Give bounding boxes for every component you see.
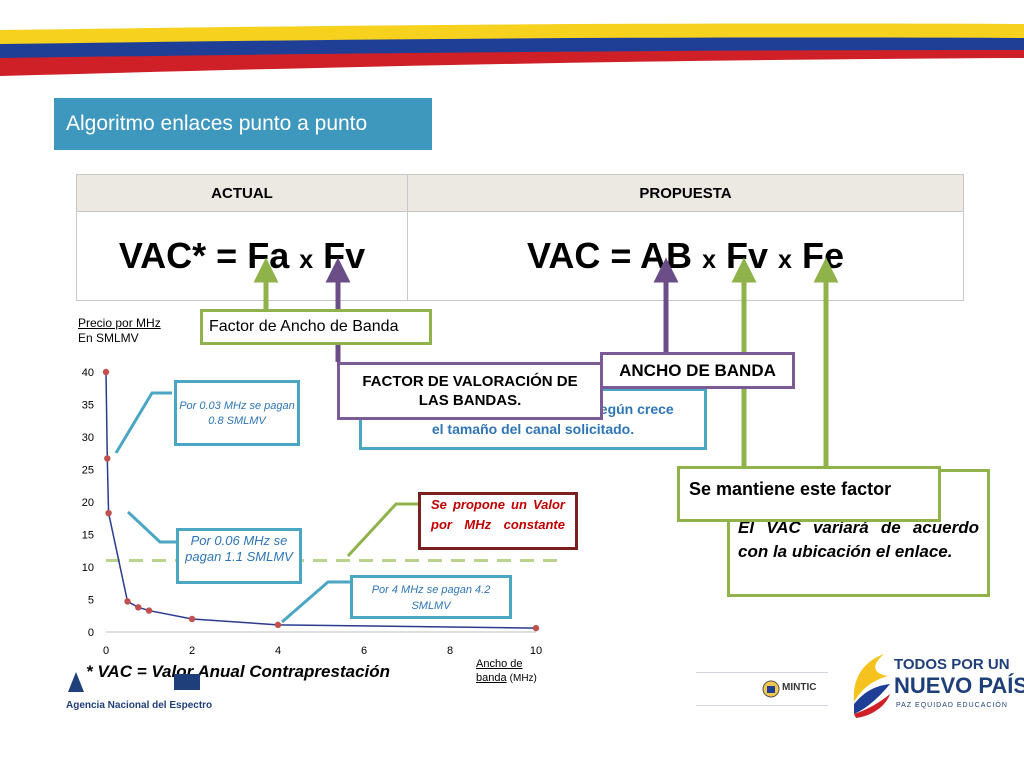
x-axis-title-line2: banda bbox=[476, 672, 507, 684]
data-point bbox=[102, 368, 110, 376]
x-axis-title-line1: Ancho de bbox=[476, 658, 523, 670]
comparison-table: ACTUAL PROPUESTA VAC* = Fa x Fv VAC = AB… bbox=[76, 174, 964, 301]
data-point bbox=[532, 624, 540, 632]
x-axis-unit: (MHz) bbox=[509, 673, 537, 684]
formula-actual-left: VAC* = Fa bbox=[118, 235, 290, 276]
country-logo-line1: TODOS POR UN bbox=[894, 656, 1010, 673]
formula-actual-times: x bbox=[299, 246, 314, 274]
ane-logo: Agencia Nacional del Espectro bbox=[64, 666, 212, 711]
callout-por-006: Por 0.06 MHz se pagan 1.1 SMLMV bbox=[176, 528, 302, 584]
data-point bbox=[124, 598, 131, 605]
header-flag-stripe bbox=[0, 23, 1024, 76]
x-tick-label: 4 bbox=[275, 645, 281, 657]
x-tick-label: 0 bbox=[103, 645, 109, 657]
callout-por-003: Por 0.03 MHz se pagan 0.8 SMLMV bbox=[174, 380, 300, 446]
formula-prop-times-1: x bbox=[702, 246, 716, 274]
y-tick-label: 30 bbox=[82, 432, 94, 444]
ubicacion-text: El VAC variará de acuerdo con la ubicaci… bbox=[738, 518, 979, 561]
valoracion-detail-line1: según crece bbox=[592, 401, 674, 417]
price-chart: 0 5 10 15 20 25 30 35 40 0 2 4 6 8 10 bbox=[82, 367, 560, 657]
formula-actual: VAC* = Fa x Fv bbox=[76, 211, 408, 301]
callout-factor-ancho: Factor de Ancho de Banda bbox=[200, 309, 432, 345]
country-logo-mark bbox=[853, 654, 890, 718]
y-axis-title-line1: Precio por MHz bbox=[78, 316, 161, 330]
country-logo-sub: PAZ EQUIDAD EDUCACIÓN bbox=[896, 702, 1008, 709]
y-tick-label: 35 bbox=[82, 400, 94, 412]
x-axis-title: Ancho de banda (MHz) bbox=[476, 657, 537, 686]
y-tick-label: 25 bbox=[82, 465, 94, 477]
data-point bbox=[105, 509, 112, 517]
data-point bbox=[188, 615, 196, 623]
ane-logo-mark bbox=[68, 672, 200, 692]
formula-prop-times-2: x bbox=[778, 246, 792, 274]
y-tick-label: 5 bbox=[88, 595, 94, 607]
formula-prop-fe: Fe bbox=[801, 235, 844, 276]
data-point bbox=[145, 607, 153, 614]
y-tick-label: 20 bbox=[82, 497, 94, 509]
column-header-actual: ACTUAL bbox=[76, 174, 408, 212]
y-tick-label: 0 bbox=[88, 627, 94, 639]
callout-ancho-de-banda: ANCHO DE BANDA bbox=[600, 352, 795, 389]
formula-actual-fv: Fv bbox=[323, 235, 366, 276]
coat-of-arms-icon bbox=[762, 680, 780, 698]
footnote-vac: * VAC = Valor Anual Contraprestación bbox=[86, 662, 391, 681]
country-logo-line2: NUEVO PAÍS bbox=[894, 673, 1024, 698]
x-tick-label: 2 bbox=[189, 645, 195, 657]
y-axis-title: Precio por MHz En SMLMV bbox=[78, 316, 161, 346]
callout-por-4: Por 4 MHz se pagan 4.2 SMLMV bbox=[350, 575, 512, 619]
y-tick-label: 40 bbox=[82, 367, 94, 379]
x-tick-label: 6 bbox=[361, 645, 367, 657]
data-point bbox=[104, 455, 111, 462]
x-tick-label: 10 bbox=[530, 645, 542, 657]
data-point bbox=[135, 604, 142, 611]
callout-propone: Se propone un Valor por MHz constante bbox=[418, 492, 578, 550]
formula-prop-fv: Fv bbox=[726, 235, 769, 276]
valoracion-detail-line2: el tamaño del canal solicitado. bbox=[431, 421, 635, 437]
formula-propuesta: VAC = AB x Fv x Fe bbox=[407, 211, 964, 301]
x-tick-label: 8 bbox=[447, 645, 453, 657]
y-axis-title-line2: En SMLMV bbox=[78, 331, 139, 345]
mintic-logo: MINTIC bbox=[696, 672, 828, 706]
country-logo: TODOS POR UN NUEVO PAÍS PAZ EQUIDAD EDUC… bbox=[844, 652, 1024, 722]
agency-name: Agencia Nacional del Espectro bbox=[66, 700, 213, 711]
column-header-propuesta: PROPUESTA bbox=[407, 174, 964, 212]
y-tick-label: 10 bbox=[82, 562, 94, 574]
callout-factor-valoracion: FACTOR DE VALORACIÓN DE LAS BANDAS. bbox=[337, 362, 603, 420]
page-title: Algoritmo enlaces punto a punto bbox=[54, 98, 432, 150]
y-tick-label: 15 bbox=[82, 530, 94, 542]
data-point bbox=[274, 621, 282, 629]
formula-prop-left: VAC = AB bbox=[527, 235, 693, 276]
mintic-label: MINTIC bbox=[782, 682, 817, 693]
callout-se-mantiene: Se mantiene este factor bbox=[677, 466, 941, 522]
